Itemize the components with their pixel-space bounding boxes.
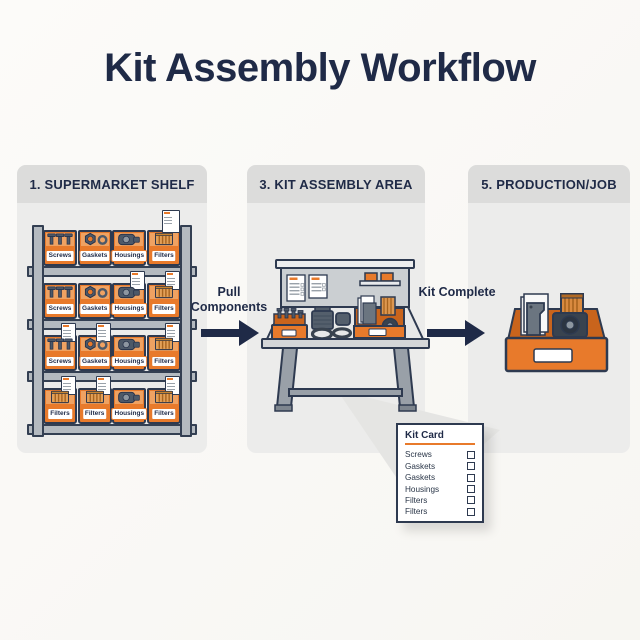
bin-label: Filters (151, 355, 177, 368)
kit-card-divider (405, 443, 475, 446)
parts-bin: Screws (43, 323, 77, 372)
shelf-rail (27, 318, 197, 330)
checkbox-icon (467, 507, 475, 516)
housings-icon (113, 232, 145, 246)
parts-bin: Filters (146, 375, 181, 424)
screws-icon (44, 337, 76, 351)
kit-card-row: Gaskets (405, 461, 475, 472)
filters-icon (79, 390, 111, 404)
filters-icon (148, 390, 180, 404)
gaskets-icon (79, 232, 111, 246)
parts-bin: Housings (111, 230, 148, 266)
parts-bin: Filters (146, 270, 181, 319)
housings-icon (113, 390, 145, 404)
panel-header-kit-assembly-area: 3. KIT ASSEMBLY AREA (247, 165, 425, 203)
kanban-card-icon (61, 323, 76, 343)
page-title: Kit Assembly Workflow (104, 46, 536, 90)
gaskets-icon (79, 337, 111, 351)
bin-label: Filters (81, 408, 108, 420)
bin-label: Screws (45, 302, 75, 315)
kit-card-row: Filters (405, 506, 475, 517)
panel-production-job: 5. PRODUCTION/JOB (468, 165, 630, 453)
kit-card-row: Gaskets (405, 472, 475, 483)
filters-icon (148, 232, 180, 246)
parts-bin: Filters (146, 210, 181, 266)
screws-icon (44, 285, 76, 299)
housings-icon (113, 337, 145, 351)
kanban-card-icon (61, 375, 76, 395)
kit-card-item-label: Gaskets (405, 461, 436, 471)
checkbox-icon (467, 462, 475, 471)
kit-card-item-label: Gaskets (405, 473, 436, 483)
bin-label: Filters (151, 408, 177, 420)
parts-bin: Housings (111, 335, 148, 372)
screws-icon (44, 232, 76, 246)
panel-supermarket-shelf: 1. SUPERMARKET SHELF Screws Gaskets Hous… (17, 165, 207, 453)
kit-card-row: Filters (405, 495, 475, 506)
parts-bin: Filters (77, 375, 112, 424)
shelf-rail (27, 423, 197, 435)
bin-label: Filters (151, 302, 177, 315)
shelf-row-1: Screws Gaskets Housings Filters (27, 210, 197, 277)
bin-label: Filters (47, 408, 73, 420)
parts-bin: Screws (43, 282, 77, 319)
shelf-row-4: Filters Filters Housings Filters (27, 375, 197, 435)
arrow-pull-components-icon (201, 320, 259, 346)
bin-label: Gaskets (79, 355, 111, 368)
panel-header-supermarket-shelf: 1. SUPERMARKET SHELF (17, 165, 207, 203)
shelf-post-right (180, 225, 192, 437)
shelf-rail (27, 371, 197, 383)
parts-bin: Housings (111, 270, 148, 319)
panel-header-production-job: 5. PRODUCTION/JOB (468, 165, 630, 203)
parts-bin: Filters (146, 323, 181, 372)
supermarket-shelf-illustration: Screws Gaskets Housings Filters (27, 210, 197, 437)
shelf-rail (27, 266, 197, 277)
kit-card-item-label: Filters (405, 507, 428, 517)
gaskets-icon (79, 285, 111, 299)
kit-card: Kit Card Screws Gaskets Gaskets Housings… (396, 423, 484, 523)
parts-bin: Filters (43, 375, 77, 424)
kit-card-title: Kit Card (405, 430, 444, 441)
bin-label: Screws (45, 250, 75, 262)
bin-label: Gaskets (79, 302, 111, 315)
parts-bin: Screws (43, 230, 77, 266)
shelf-post-left (32, 225, 44, 437)
kanban-card-icon (130, 270, 146, 290)
kit-card-item-label: Screws (405, 450, 432, 460)
shelf-row-2: Screws Gaskets Housings Filters (27, 270, 197, 330)
bin-label: Housings (111, 355, 148, 368)
bin-label: Screws (45, 355, 75, 368)
arrow-label-kit-complete: Kit Complete (418, 285, 496, 299)
checkbox-icon (467, 450, 475, 459)
parts-bin: Gaskets (77, 282, 112, 319)
filters-icon (148, 285, 180, 299)
checkbox-icon (467, 473, 475, 482)
kanban-card-icon (161, 210, 180, 233)
bin-label: Gaskets (79, 250, 111, 262)
bin-label: Filters (151, 250, 177, 262)
kit-card-item-label: Housings (405, 484, 440, 494)
parts-bin: Housings (111, 387, 148, 424)
arrow-kit-complete-icon (427, 320, 485, 346)
kanban-card-icon (95, 323, 111, 343)
filters-icon (148, 337, 180, 351)
checkbox-icon (467, 485, 475, 494)
bin-label: Housings (111, 250, 148, 262)
shelf-row-3: Screws Gaskets Housings Filters (27, 323, 197, 383)
parts-bin: Gaskets (77, 323, 112, 372)
kit-card-row: Screws (405, 449, 475, 460)
checkbox-icon (467, 496, 475, 505)
kit-card-row: Housings (405, 483, 475, 494)
filters-icon (44, 390, 76, 404)
bin-label: Housings (111, 302, 148, 315)
arrow-label-pull-components: Pull Components (190, 285, 268, 314)
parts-bin: Gaskets (77, 230, 112, 266)
housings-icon (113, 285, 145, 299)
bin-label: Housings (111, 408, 148, 420)
kit-card-item-label: Filters (405, 495, 428, 505)
